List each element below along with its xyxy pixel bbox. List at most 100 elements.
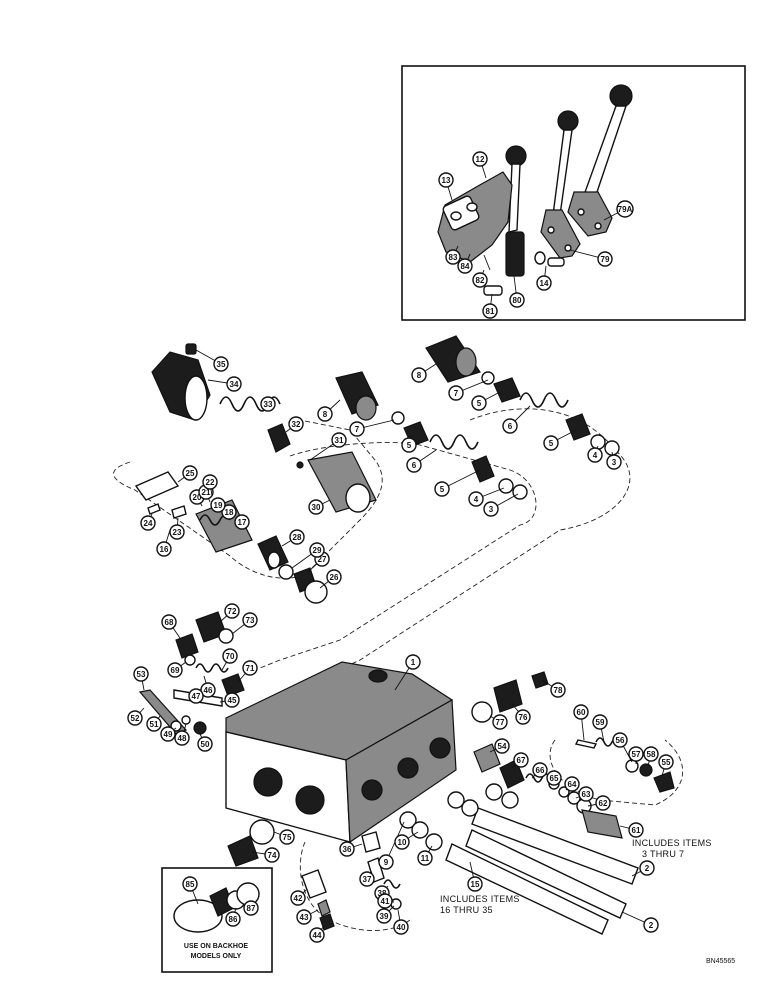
callout-circle <box>339 841 355 857</box>
callout-37: 37 <box>359 871 375 887</box>
washer-11c <box>501 791 519 809</box>
callout-29: 29 <box>291 542 325 569</box>
callout-circle <box>616 200 634 218</box>
callout-circle <box>643 917 659 933</box>
callout-70: 70 <box>221 648 238 671</box>
callout-circle <box>639 860 655 876</box>
callout-78: 78 <box>541 679 566 698</box>
callout-circle <box>471 395 487 411</box>
callout-number: 31 <box>335 436 344 445</box>
washer-10a <box>411 821 429 839</box>
callout-number: 8 <box>323 410 328 419</box>
port-side-1 <box>361 779 383 801</box>
sleeve-42 <box>301 869 327 899</box>
bracket-hole-1 <box>450 211 462 221</box>
callout-layer: 1223344555566778891011121314151617181920… <box>127 151 674 943</box>
callout-circle <box>349 421 365 437</box>
lever-base-1 <box>505 231 525 277</box>
callout-circle <box>224 692 240 708</box>
callout-87: 87 <box>243 900 259 916</box>
callout-number: 19 <box>214 501 223 510</box>
callout-4: 4 <box>468 487 505 507</box>
callout-19: 19 <box>210 497 226 513</box>
callout-circle <box>587 447 603 463</box>
callout-48: 48 <box>174 723 190 746</box>
lever-knob-3 <box>609 84 633 108</box>
lever-arm-3-hole-b <box>594 222 602 230</box>
callout-10: 10 <box>394 831 419 850</box>
callout-59: 59 <box>592 714 608 743</box>
callout-number: 5 <box>549 439 554 448</box>
callout-circle <box>243 900 259 916</box>
plug-78 <box>531 671 549 689</box>
callout-25: 25 <box>177 465 198 483</box>
callout-circle <box>202 474 218 490</box>
callout-number: 67 <box>517 756 526 765</box>
callout-number: 39 <box>380 912 389 921</box>
callout-5: 5 <box>434 469 481 497</box>
callout-circle <box>658 754 674 770</box>
callout-number: 80 <box>513 296 522 305</box>
callout-circle <box>448 385 464 401</box>
callout-circle <box>628 822 644 838</box>
callout-circle <box>417 850 433 866</box>
callout-79a: 79A <box>603 200 634 221</box>
callout-circle <box>213 356 229 372</box>
washer-9 <box>399 811 417 829</box>
callout-61: 61 <box>619 822 644 838</box>
callout-32: 32 <box>285 416 304 433</box>
callout-82: 82 <box>472 269 488 288</box>
fitting-85 <box>173 899 223 933</box>
callout-number: 78 <box>554 686 563 695</box>
callout-number: 10 <box>398 838 407 847</box>
nut-28-face <box>267 551 281 569</box>
callout-circle <box>197 736 213 752</box>
callout-number: 4 <box>474 495 479 504</box>
callout-number: 63 <box>582 790 591 799</box>
spring-6a <box>429 434 479 450</box>
callout-circle <box>279 829 295 845</box>
callout-39: 39 <box>376 905 395 924</box>
lever-arm-3-hole-a <box>577 208 585 216</box>
callout-circle <box>393 919 409 935</box>
callout-number: 29 <box>313 546 322 555</box>
callout-circle <box>242 660 258 676</box>
pin-82 <box>483 254 491 271</box>
callout-number: 3 <box>612 458 617 467</box>
callout-circle <box>331 432 347 448</box>
spring-6b <box>519 392 569 408</box>
callout-circle <box>200 682 216 698</box>
callout-15: 15 <box>467 861 483 892</box>
callout-circle <box>234 514 250 530</box>
callout-circle <box>482 303 498 319</box>
washer-49 <box>170 720 182 732</box>
callout-number: 7 <box>355 425 360 434</box>
callout-number: 11 <box>421 854 430 863</box>
callout-circle <box>182 465 198 481</box>
spool-15 <box>445 843 609 935</box>
callout-number: 81 <box>486 307 495 316</box>
callout-number: 2 <box>645 864 650 873</box>
seat-5c <box>493 377 521 403</box>
callout-circle <box>434 481 450 497</box>
callout-1: 1 <box>394 654 421 691</box>
callout-circle <box>628 746 644 762</box>
callout-7: 7 <box>349 419 395 437</box>
spool-assembly-16-35 <box>134 471 328 604</box>
callout-circle <box>160 726 176 742</box>
callout-35: 35 <box>195 349 229 372</box>
callout-74: 74 <box>251 847 280 863</box>
callout-44: 44 <box>309 925 325 943</box>
callout-number: 84 <box>461 262 470 271</box>
callout-circle <box>573 704 589 720</box>
callout-circle <box>221 504 237 520</box>
callout-number: 6 <box>412 461 417 470</box>
callout-6: 6 <box>502 405 531 434</box>
port-side-3 <box>429 737 451 759</box>
callout-34: 34 <box>207 376 242 392</box>
plug-74 <box>227 835 259 867</box>
note-includes-3-7-line-1: INCLUDES ITEMS <box>632 838 712 848</box>
callout-circle <box>401 437 417 453</box>
callout-circle <box>161 614 177 630</box>
callout-number: 18 <box>225 508 234 517</box>
